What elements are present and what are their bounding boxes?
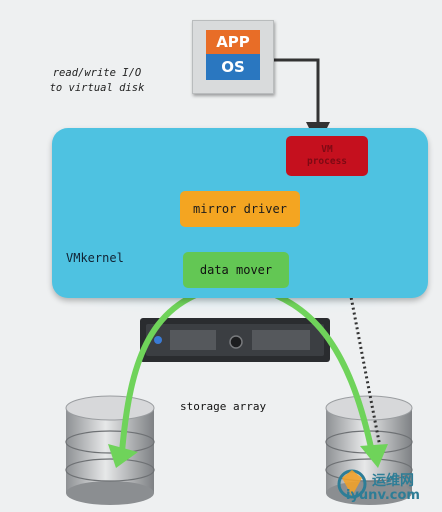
right-arrowhead-icon (360, 444, 388, 468)
vm-process-line2: process (306, 156, 348, 167)
io-annotation-line2: to virtual disk (49, 82, 145, 94)
io-annotation: read/write I/O to virtual disk (22, 66, 172, 96)
watermark-url: iyunv.com (346, 488, 420, 503)
watermark-logo-icon (337, 469, 367, 499)
mirror-driver-box: mirror driver (180, 191, 300, 227)
watermark-text: 运维网 (372, 473, 414, 489)
storage-array-server (140, 318, 330, 362)
data-mover-box: data mover (183, 252, 289, 288)
vm-process-line1: VM (321, 144, 333, 155)
vmkernel-label: VMkernel (66, 251, 124, 265)
io-path-arrow (272, 58, 330, 146)
app-os-icon: APP OS (192, 20, 274, 94)
power-led-icon (154, 336, 162, 344)
storage-array-label: storage array (180, 400, 267, 413)
left-disk-icon (65, 395, 155, 505)
left-arrowhead-icon (108, 444, 138, 468)
io-annotation-line1: read/write I/O (52, 67, 142, 79)
app-label: APP (206, 30, 260, 54)
vm-to-disk-dotted-arrow (319, 171, 383, 453)
os-label: OS (206, 54, 260, 80)
vm-process-box: VM process (286, 136, 368, 176)
